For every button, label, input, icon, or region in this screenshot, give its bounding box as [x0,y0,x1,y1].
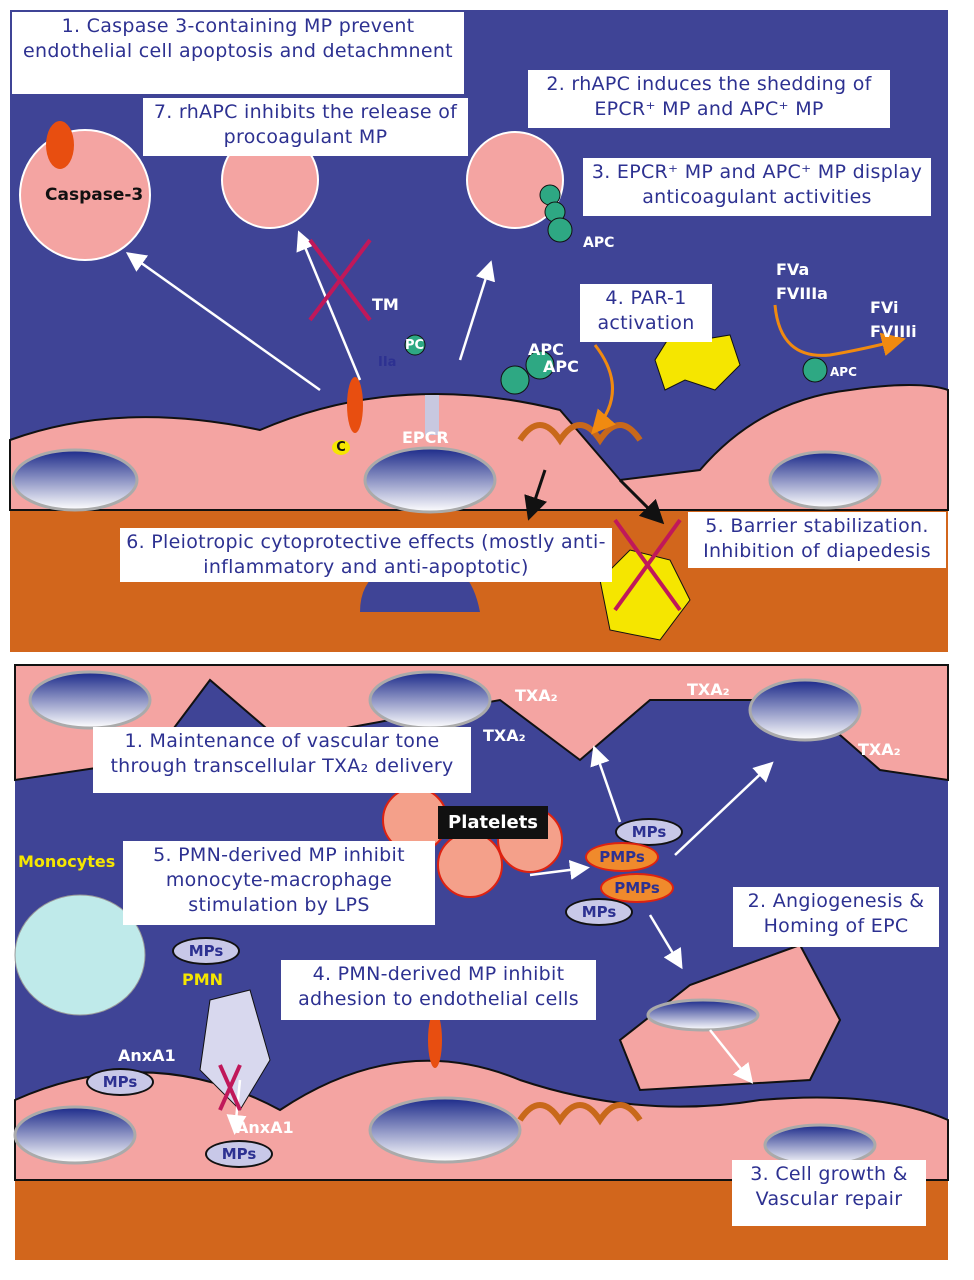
microparticle [466,131,564,229]
pc-label: PC [405,338,425,353]
nucleus [11,448,139,512]
fviiia-label: FVIIIa [776,284,828,303]
fva-label: FVa [776,260,810,279]
caspase-c-label: C [332,440,350,455]
apc-label: APC [583,235,615,251]
anticoagulant-box: 3. EPCR⁺ MP and APC⁺ MP display anticoag… [583,158,931,216]
nucleus [363,446,497,514]
mps-label: MPs [565,898,633,926]
monocyte-inhibition-box: 5. PMN-derived MP inhibit monocyte-macro… [123,841,435,925]
mps-label: MPs [86,1068,154,1096]
mps-label: MPs [205,1140,273,1168]
apc-label: APC [528,340,564,359]
txa2-label: TXA₂ [687,680,730,699]
txa2-label: TXA₂ [515,686,558,705]
pmps-label: PMPs [600,873,674,903]
epcr-label: EPCR [402,428,449,447]
vascular-repair-box: 3. Cell growth & Vascular repair [732,1160,926,1226]
shedding-box: 2. rhAPC induces the shedding of EPCR⁺ M… [528,70,890,128]
apc-label: APC [543,357,579,376]
pmn-label: PMN [182,970,224,989]
txa2-label: TXA₂ [483,726,526,745]
caspase-label: Caspase-3 [45,185,144,205]
txa2-label: TXA₂ [858,740,901,759]
procoagulant-mp-box: 7. rhAPC inhibits the release of procoag… [143,98,468,156]
nucleus [768,450,882,510]
mps-label: MPs [172,937,240,965]
adhesion-inhibition-box: 4. PMN-derived MP inhibit adhesion to en… [281,960,596,1020]
endothelial-cells [9,384,949,511]
vascular-tone-box: 1. Maintenance of vascular tone through … [93,727,471,793]
caspase-mp-box: 1. Caspase 3-containing MP prevent endot… [12,12,464,94]
tm-label: TM [372,295,399,314]
par1-box: 4. PAR-1 activation [580,284,712,342]
anxa1-label: AnxA1 [118,1046,176,1065]
anxa1-label: AnxA1 [236,1118,294,1137]
fviiii-label: FVIIIi [870,322,917,341]
monocyte [14,894,146,1016]
pmps-label: PMPs [585,842,659,872]
monocytes-label: Monocytes [18,852,116,871]
iia-label: IIa [378,355,397,370]
cytoprotective-box: 6. Pleiotropic cytoprotective effects (m… [120,528,612,582]
barrier-box: 5. Barrier stabilization. Inhibition of … [688,512,946,568]
apc-label: APC [830,365,857,379]
platelets-label: Platelets [438,806,549,839]
pmn [199,989,271,1111]
fvi-label: FVi [870,298,899,317]
angiogenesis-box: 2. Angiogenesis & Homing of EPC [733,887,939,947]
